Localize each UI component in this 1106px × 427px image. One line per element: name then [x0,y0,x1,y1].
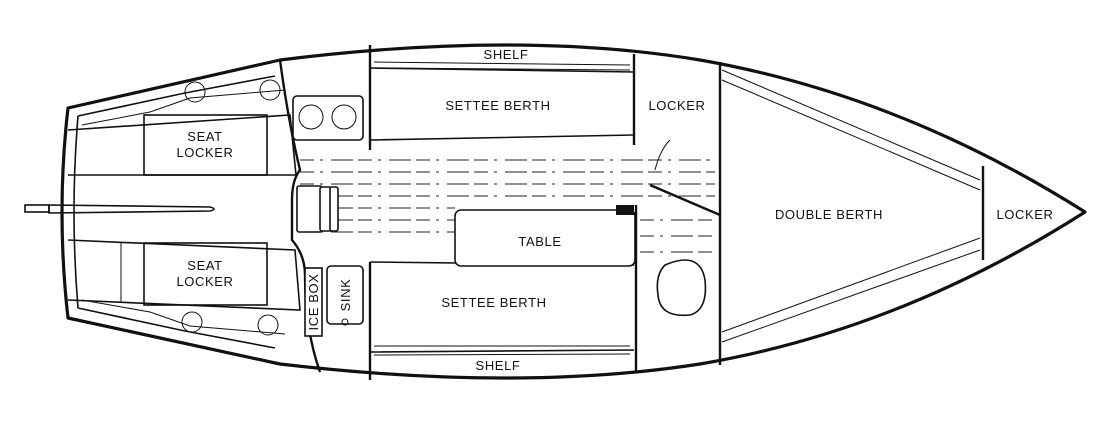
winch-icon [181,311,203,333]
bench-edge-top [81,89,286,126]
seat-locker-top[interactable] [143,114,268,176]
table[interactable] [454,209,636,267]
locker-bow-label: LOCKER [996,207,1053,222]
seat-locker-bottom-label-2: LOCKER [176,274,233,289]
toilet-icon[interactable] [656,259,707,317]
sink[interactable] [326,265,364,325]
shelf-top-label: SHELF [484,47,529,62]
burner-icon [331,104,357,130]
tiller-icon[interactable] [48,204,215,214]
seat-locker-bottom[interactable] [143,242,268,306]
seat-locker-bottom-label-1: SEAT [187,258,222,273]
table-hinge-icon [616,205,634,215]
seat-locker-top-label-2: LOCKER [176,145,233,160]
ice-box[interactable] [304,267,323,337]
cushion-row-top [373,61,631,71]
settee-berth-top-label: SETTEE BERTH [445,98,550,113]
seat-locker-top-label-1: SEAT [187,129,222,144]
cabin-sole-planking [300,159,715,253]
winch-icon [259,79,281,101]
shelf-bottom-label: SHELF [476,358,521,373]
locker-mid-label: LOCKER [648,98,705,113]
burner-icon [298,104,324,130]
table-label: TABLE [518,234,561,249]
cushion-row-bottom [373,345,631,356]
rudder-stock [24,204,50,213]
settee-berth-bottom-label: SETTEE BERTH [441,295,546,310]
head-partition [649,183,721,217]
ice-box-label: ICE BOX [306,274,321,331]
winch-icon [184,81,206,103]
sink-label: SINK [338,279,353,312]
stove[interactable] [292,95,364,141]
winch-icon [257,314,279,336]
double-berth-label: DOUBLE BERTH [775,207,883,222]
bench-edge-bottom [81,299,286,335]
companionway-step[interactable] [296,185,323,233]
faucet-icon [341,318,349,326]
